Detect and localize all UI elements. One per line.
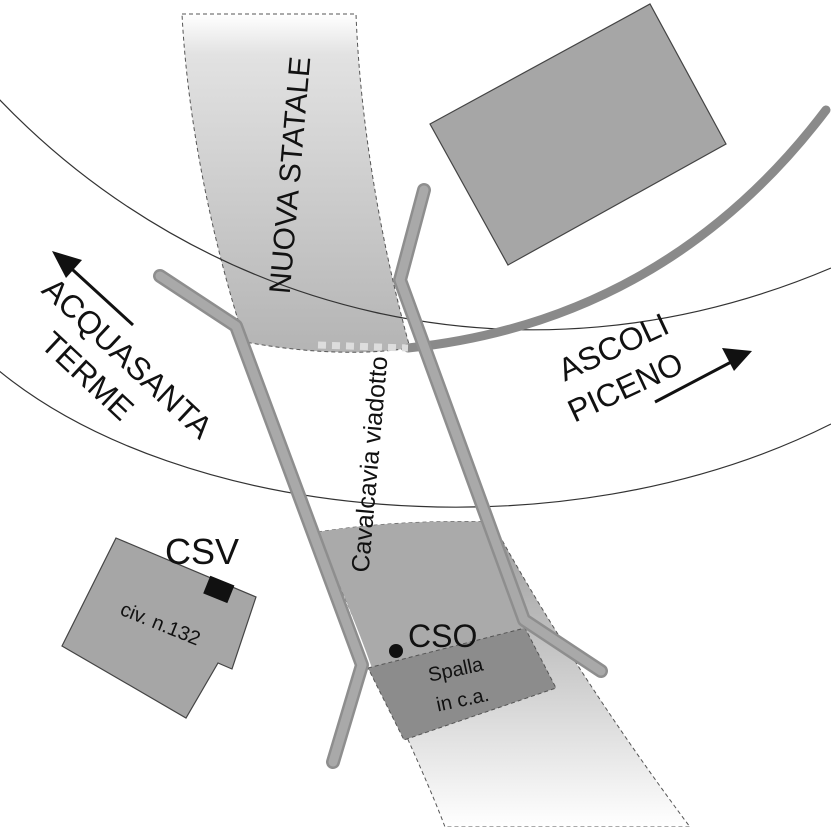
viaduct-rail-right-inner: [395, 185, 606, 676]
arrow-ascoli-icon: [654, 348, 752, 404]
arrow-acquasanta-icon: [52, 251, 135, 327]
label-csv: CSV: [165, 531, 239, 572]
existing-road-edge-inner: [0, 370, 831, 508]
viaduct-rail-left-inner: [155, 271, 367, 767]
railway-crossing-dashed: [317, 341, 409, 352]
spalla-abutment: [367, 627, 557, 741]
csv-marker-block: [203, 575, 235, 604]
label-cso: CSO: [408, 618, 477, 654]
viaduct-base-zone: [318, 521, 525, 668]
building-upper-right: [429, 3, 727, 266]
railway-line: [403, 105, 831, 353]
cso-marker-dot: [389, 644, 403, 658]
existing-road-edge-outer: [0, 99, 831, 331]
